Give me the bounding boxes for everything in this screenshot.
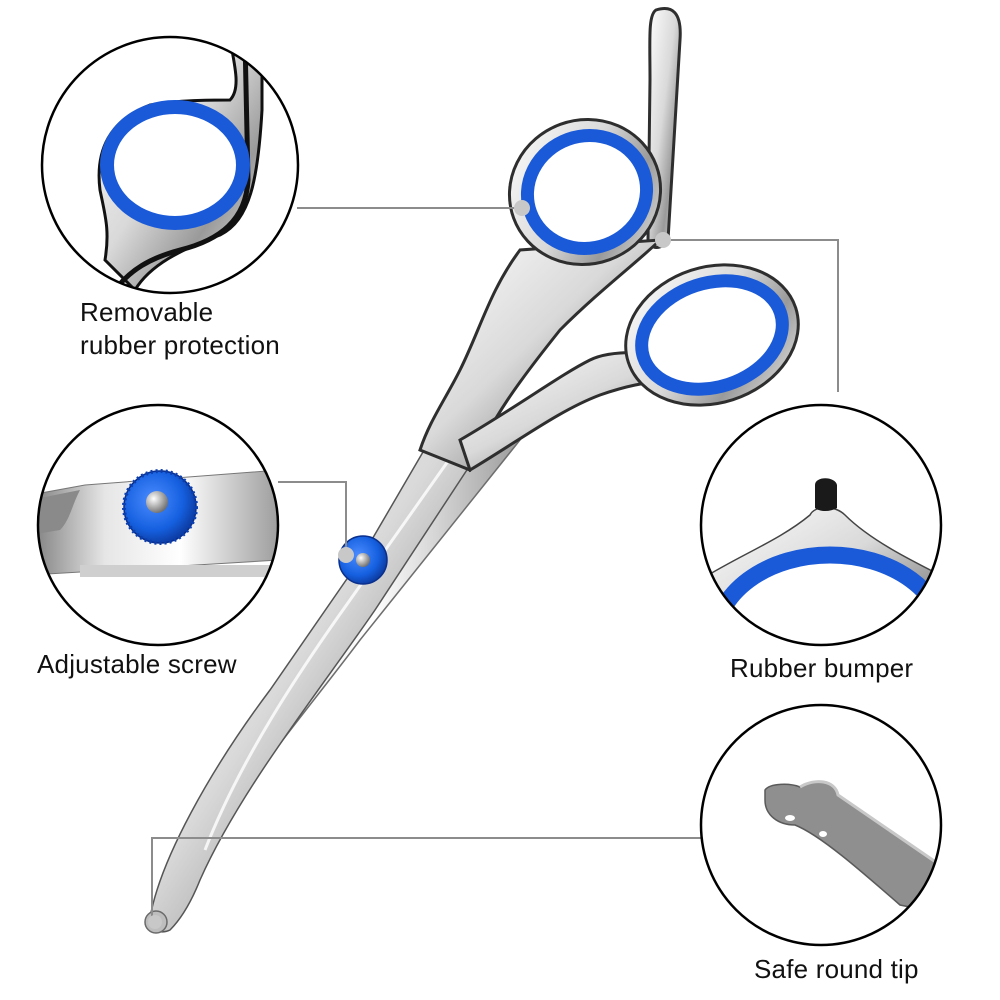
label-adjustable-screw: Adjustable screw <box>37 648 237 681</box>
detail-circle-adjustable-screw <box>36 403 280 647</box>
label-line: Safe round tip <box>754 954 919 984</box>
callout-dots <box>148 200 671 929</box>
detail-circle-rubber-protection <box>40 35 300 295</box>
label-line: Rubber bumper <box>730 653 914 683</box>
callout-leaders <box>151 207 839 920</box>
label-safe-round-tip: Safe round tip <box>754 953 919 986</box>
detail-circle-safe-round-tip <box>699 703 943 947</box>
label-line: rubber protection <box>80 330 280 360</box>
rubber-rings <box>520 129 789 396</box>
scissors-blades <box>144 419 522 934</box>
pivot-screw <box>338 535 388 585</box>
label-line: Removable <box>80 297 214 327</box>
label-line: Adjustable screw <box>37 649 237 679</box>
label-rubber-protection: Removable rubber protection <box>80 296 280 362</box>
label-rubber-bumper: Rubber bumper <box>730 652 913 685</box>
